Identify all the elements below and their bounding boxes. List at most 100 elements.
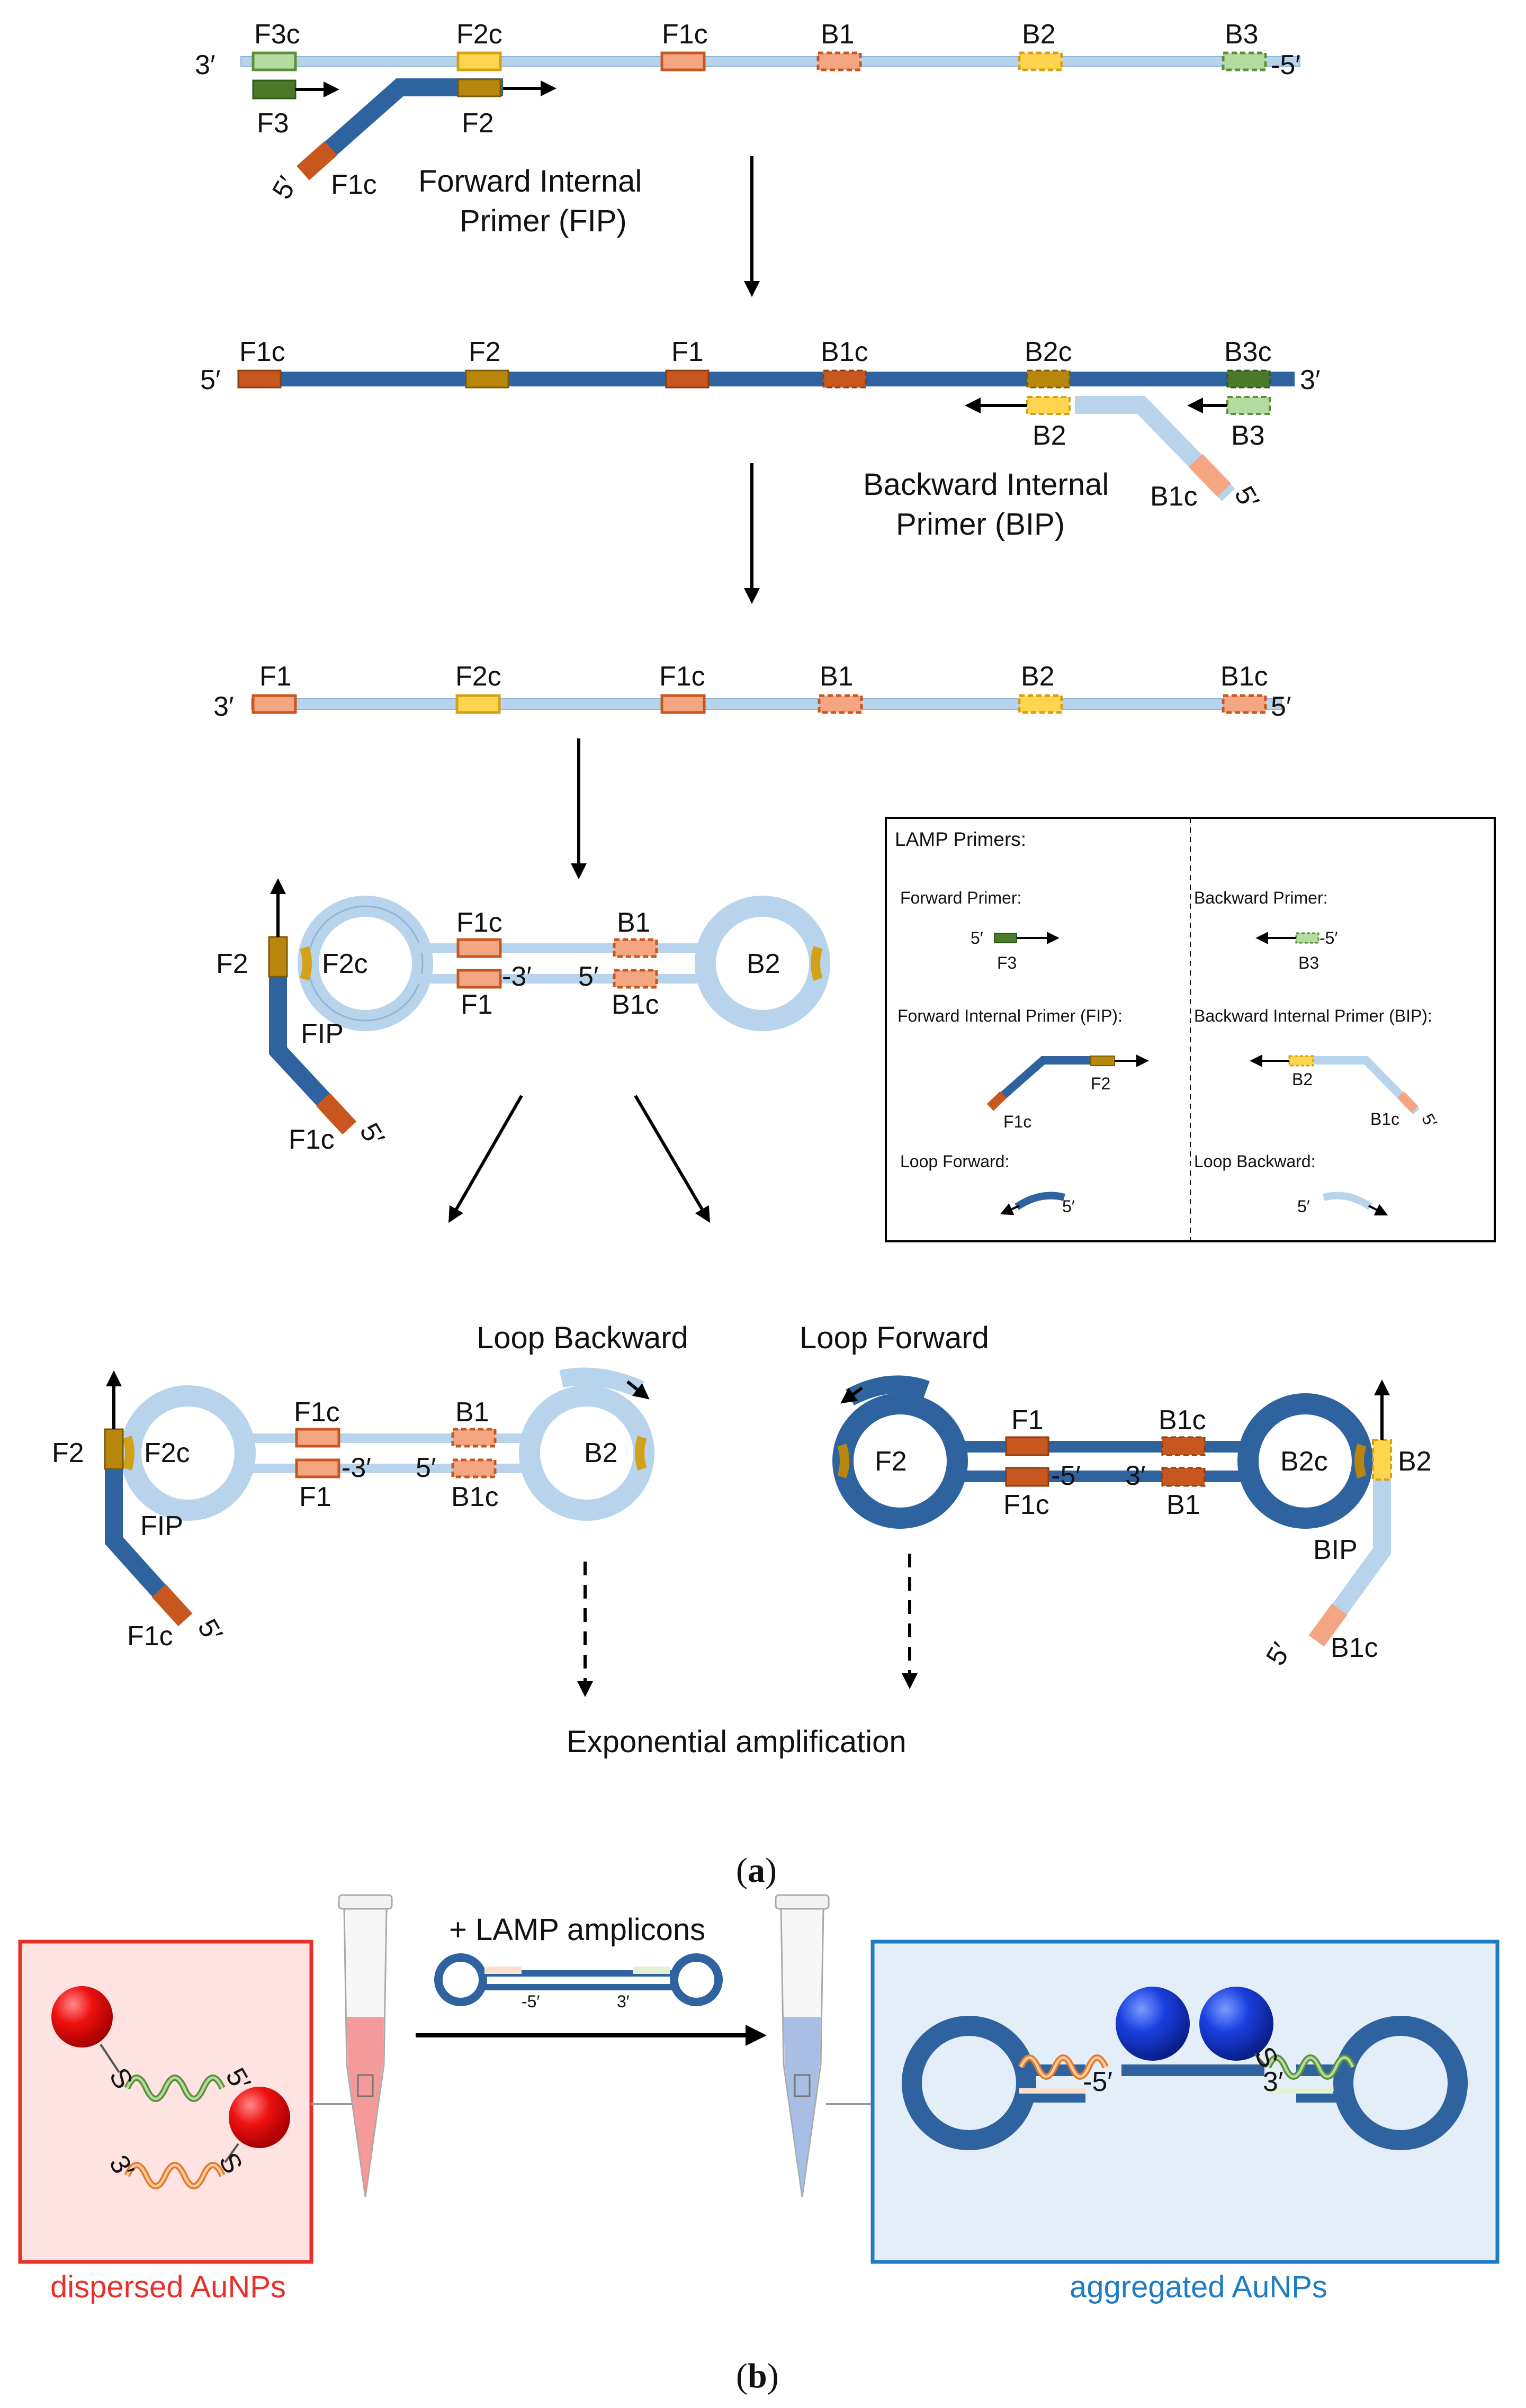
right-f1: F1 [1011, 1405, 1044, 1436]
legend-lb-five: 5′ [1297, 1197, 1310, 1216]
row2-b3-label: B3 [1231, 420, 1265, 451]
dumbbell-fip: FIP [301, 1018, 344, 1049]
left-b1c: B1c [451, 1482, 499, 1512]
legend-lf-five: 5′ [1062, 1197, 1075, 1216]
left-structure [104, 1367, 654, 1627]
row1-fip-primer [297, 78, 556, 181]
legend-fip-f1c: F1c [1003, 1112, 1031, 1131]
row2-end-left: 5′ [200, 365, 221, 395]
row2-label-b1c: B1c [821, 337, 868, 367]
row3-label-f2c: F2c [455, 661, 501, 692]
row1-label-b3: B3 [1225, 19, 1259, 50]
row2-end-right: 3′ [1300, 365, 1321, 395]
dumbbell-tail-five: 5′ [354, 1118, 391, 1151]
exponential-amplification: Exponential amplification [567, 1725, 906, 1759]
dumbbell-b1c: B1c [612, 989, 659, 1020]
row2-bip-label-1: Backward Internal [863, 467, 1109, 502]
left-f1c: F1c [294, 1397, 340, 1428]
right-bip: BIP [1313, 1535, 1358, 1565]
aggregated-panel [870, 1940, 1500, 2264]
row1-fip-label-1: Forward Internal [418, 164, 642, 199]
panel-b-close: ) [767, 2357, 779, 2395]
row3-label-b1c: B1c [1220, 661, 1268, 692]
dispersed-label: dispersed AuNPs [50, 2270, 286, 2304]
panel-a-open: ( [736, 1851, 748, 1890]
left-tail-five: 5′ [192, 1614, 229, 1647]
dumbbell-b2: B2 [747, 949, 780, 979]
row3-label-b1: B1 [820, 661, 854, 692]
row1-end-right: -5′ [1271, 50, 1300, 80]
left-f2: F2 [52, 1438, 84, 1468]
right-structure [832, 1375, 1392, 1647]
row2-label-b3c: B3c [1224, 337, 1272, 367]
row3-label-f1c: F1c [659, 661, 705, 692]
row1-label-b2: B2 [1022, 19, 1056, 50]
dumbbell-b1: B1 [617, 907, 651, 938]
row3-end-left: 3′ [213, 691, 234, 722]
legend-bip-b1c: B1c [1370, 1110, 1399, 1129]
legend-fip: Forward Internal Primer (FIP): [897, 1006, 1123, 1025]
row3-strand [251, 698, 1282, 710]
panel-b-open: ( [736, 2357, 748, 2395]
left-loop-backward: Loop Backward [477, 1321, 688, 1355]
row1-label-f1c: F1c [662, 19, 708, 50]
row1-end-left: 3′ [195, 50, 216, 80]
dumbbell-f1c: F1c [456, 907, 502, 938]
dumbbell-three: -3′ [502, 961, 532, 992]
arrow-diag-right [634, 1095, 711, 1223]
row3-label-b2: B2 [1021, 661, 1055, 692]
row1-strand [240, 56, 1300, 67]
dumbbell-f1c-tail: F1c [289, 1124, 335, 1155]
left-b1: B1 [455, 1397, 489, 1428]
tube-red [338, 1894, 393, 2197]
row3-b1c-site [1222, 694, 1267, 714]
left-f1: F1 [299, 1482, 331, 1512]
left-b2: B2 [584, 1438, 618, 1468]
row1-fip-label-2: Primer (FIP) [460, 204, 627, 238]
row2-b3-primer [1187, 396, 1271, 415]
row2-label-b2c: B2c [1025, 337, 1072, 367]
row1-f2-label: F2 [462, 108, 494, 139]
right-five: -5′ [1051, 1460, 1081, 1491]
dumbbell-f2c: F2c [322, 949, 368, 979]
row2-b3c-site [1226, 369, 1271, 389]
row1-f3-label: F3 [257, 108, 289, 139]
row3-b1-site [818, 694, 863, 714]
panel-a-close: ) [765, 1851, 777, 1890]
row3-f1c-site [660, 694, 706, 714]
legend-box [885, 817, 1496, 1242]
right-b2: B2 [1398, 1446, 1432, 1477]
aggregated-label: aggregated AuNPs [1070, 2270, 1327, 2304]
legend-loop-backward: Loop Backward: [1194, 1152, 1315, 1171]
arrow-diag-left [448, 1095, 523, 1223]
right-b1: B1 [1166, 1490, 1200, 1520]
legend-loop-forward: Loop Forward: [900, 1152, 1009, 1171]
left-f2c: F2c [144, 1438, 190, 1468]
amplicon-dumbbell [434, 1953, 723, 2006]
row1-template [240, 51, 1300, 71]
row1-label-f2c: F2c [456, 19, 502, 50]
row2-bip-label-2: Primer (BIP) [896, 507, 1065, 542]
row1-primer-five: 5′ [266, 172, 303, 204]
panel-a-letter: a [748, 1851, 765, 1890]
legend-fip-f2: F2 [1091, 1074, 1110, 1093]
row2-b1c-site [822, 369, 867, 389]
panel-b-letter: b [748, 2357, 767, 2395]
row3-label-f1: F1 [259, 661, 292, 692]
right-b2c: B2c [1280, 1446, 1328, 1477]
right-b1c-tail: B1c [1331, 1633, 1378, 1663]
row3-end-right: 5′ [1271, 691, 1291, 722]
row1-f3-primer [252, 79, 339, 100]
row2-primer-five: 5′ [1228, 481, 1265, 514]
amplicon-five: -5′ [522, 1992, 540, 2011]
right-f2: F2 [875, 1446, 907, 1477]
right-three: 3′ [1125, 1460, 1146, 1491]
panel-b-label: (b) [736, 2357, 779, 2395]
dumbbell-f1: F1 [461, 989, 493, 1020]
left-three: -3′ [342, 1453, 371, 1483]
row2-label-f2: F2 [469, 337, 501, 367]
legend-bip: Backward Internal Primer (BIP): [1194, 1006, 1432, 1025]
row2-f1c-site [237, 369, 282, 389]
legend-title: LAMP Primers: [895, 828, 1026, 850]
row2-strand [238, 372, 1295, 386]
